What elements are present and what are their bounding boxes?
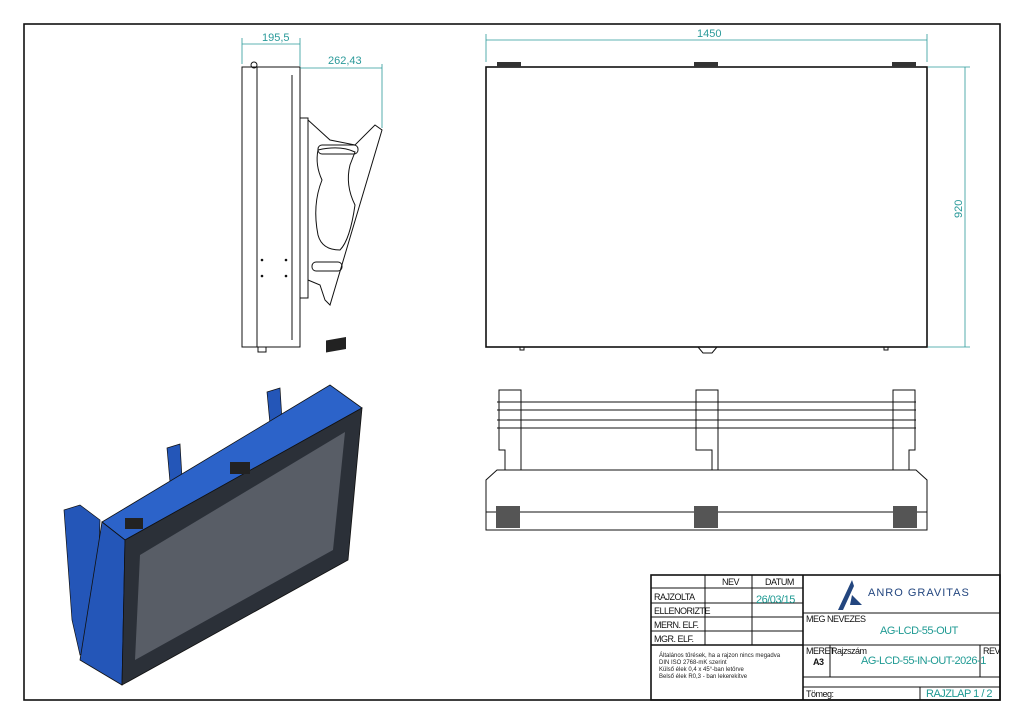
name-label: MEG NEVEZES (806, 614, 866, 624)
note-line: Általános tűrések, ha a rajzon nincs meg… (659, 652, 781, 659)
front-view (485, 62, 928, 354)
company-logo-icon (838, 580, 862, 610)
name-value: AG-LCD-55-OUT (880, 625, 959, 637)
dimension-label: 195,5 (262, 32, 290, 44)
note-line: Belső élek R0,3 - ban lekerekítve (659, 674, 748, 680)
size-value: A3 (813, 657, 824, 667)
dimension-label: 1450 (697, 28, 721, 40)
row-date: 26/03/15 (756, 594, 795, 606)
bottom-view (485, 389, 928, 531)
sheet-number: RAJZLAP 1 / 2 (926, 688, 992, 700)
dimension-label: 920 (953, 200, 965, 218)
isometric-view (63, 336, 363, 686)
title-block: NEV DATUM RAJZOLTA 26/03/15 ELLENORIZTE … (650, 574, 1001, 701)
company-name: ANRO GRAVITAS (868, 587, 970, 599)
dimension-height: 920 (928, 66, 970, 348)
row-label: MERN. ELF. (654, 620, 699, 630)
header-datum: DATUM (765, 577, 794, 587)
drawing-border (23, 23, 1001, 701)
row-label: ELLENORIZTE (654, 606, 711, 616)
note-line: Külső élek 0,4 x 45°-ban letörve (659, 667, 744, 673)
dimension-side-depth: 195,5 (241, 32, 301, 66)
dimension-width: 1450 (485, 28, 928, 62)
row-label: MGR. ELF. (654, 634, 694, 644)
mass-label: Tömeg: (806, 689, 834, 699)
header-nev: NEV (722, 577, 740, 587)
rev-label: REV (983, 646, 1001, 656)
row-label: RAJZOLTA (654, 592, 695, 602)
drawing-no-value: AG-LCD-55-IN-OUT-2026-1 (861, 655, 986, 667)
dimension-label: 262,43 (328, 55, 362, 67)
dimension-bracket-depth: 262,43 (300, 55, 383, 128)
side-view (241, 61, 383, 353)
note-line: DIN ISO 2768-mK szerint (659, 660, 727, 666)
drawing-no-label: Rajzszám (831, 646, 867, 656)
size-label: MERET (806, 646, 836, 656)
